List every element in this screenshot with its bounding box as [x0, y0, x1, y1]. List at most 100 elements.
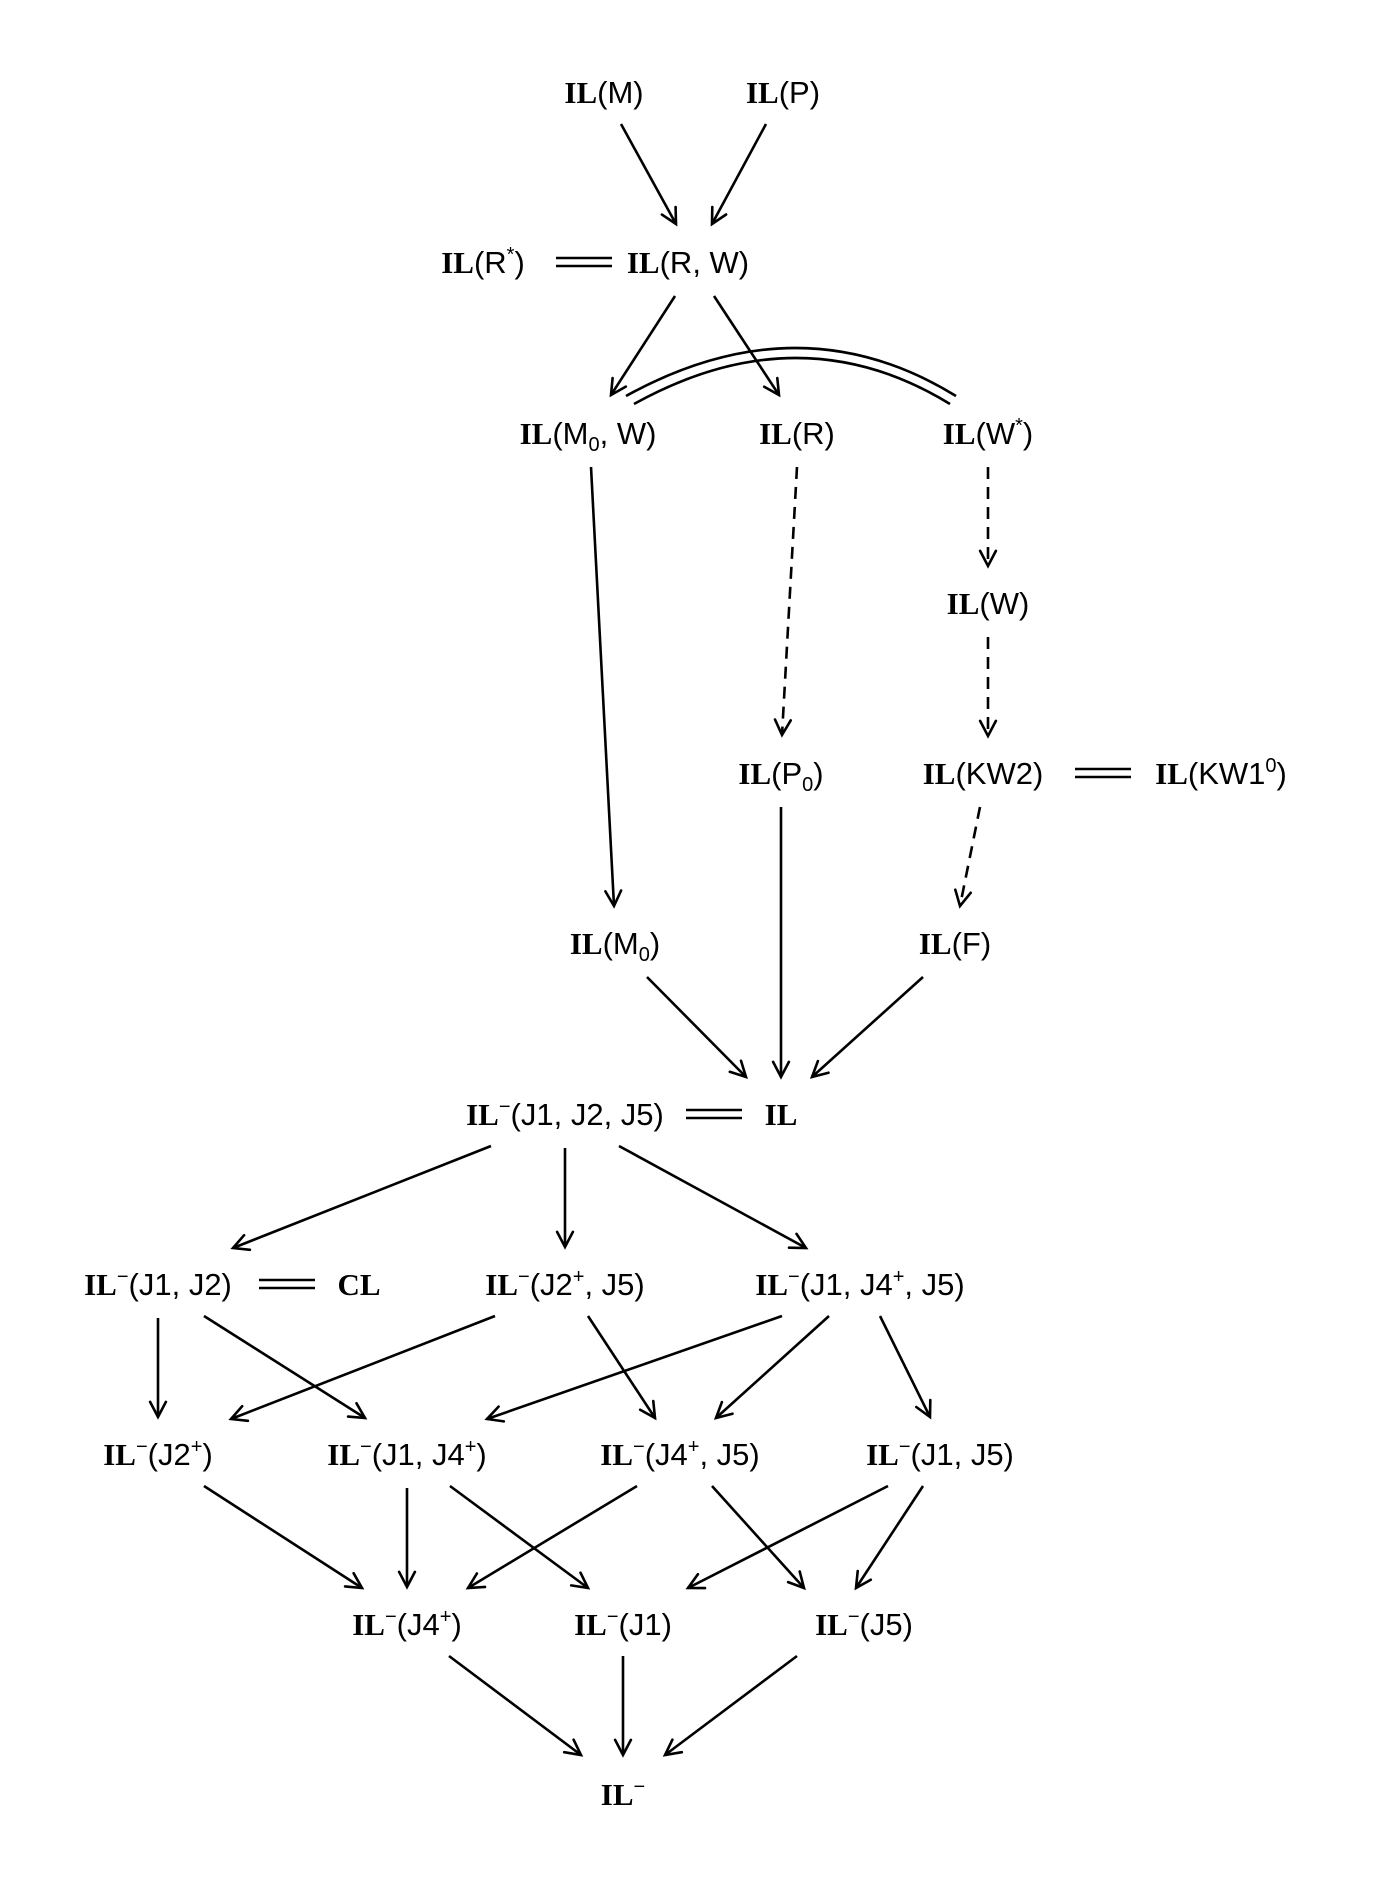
node-label-part: −: [117, 1266, 129, 1288]
node-label-part: IL: [485, 1267, 518, 1302]
node-ILm_J4p: IL−(J4+): [352, 1606, 462, 1642]
node-label-part: (R): [792, 416, 835, 451]
node-label-part: IL: [327, 1437, 360, 1472]
arrow-shaft: [711, 1485, 805, 1589]
arrowhead-icon: [228, 1404, 250, 1423]
arrow-ILm_J1J5-to-ILm_J5: [854, 1485, 925, 1591]
node-label-part: (KW2): [955, 756, 1043, 791]
node-ILm: IL−: [601, 1776, 645, 1812]
arrowhead-icon: [562, 1738, 584, 1757]
arrow-ILm_J4pJ5-to-ILm_J4p: [465, 1484, 638, 1590]
node-ILm_J1J4p: IL−(J1, J4+): [327, 1436, 486, 1472]
arrowhead-icon: [465, 1572, 487, 1590]
node-label-part: +: [465, 1436, 477, 1458]
arrow-shaft: [780, 466, 799, 736]
arrow-ILm_J4p-to-ILm: [448, 1654, 584, 1757]
arrow-ILm_J1J2J5-to-ILm_J1J4pJ5: [618, 1144, 809, 1250]
arrowhead-icon: [771, 1060, 791, 1080]
arrow-ILm_J1J4p-to-ILm_J1: [449, 1484, 591, 1590]
node-ILm_J1J5: IL−(J1, J5): [866, 1436, 1014, 1472]
node-label-part: (F): [952, 926, 992, 961]
arrow-IL_M0W-to-IL_M0: [589, 466, 623, 909]
arrow-ILm_J2pJ5-to-ILm_J4pJ5: [586, 1315, 657, 1421]
node-label-part: (M): [597, 75, 643, 110]
equality-ILm_J1J2-CL: [259, 1278, 315, 1290]
node-label-part: ): [1277, 756, 1287, 791]
arrow-shaft: [854, 1485, 925, 1589]
arrow-shaft: [203, 1314, 366, 1420]
node-label-part: IL: [627, 245, 660, 280]
arrowhead-icon: [854, 1569, 873, 1591]
arrow-IL_W-to-IL_KW2: [978, 637, 998, 739]
node-IL_F: IL(F): [919, 926, 991, 961]
arrow-IL_P0-to-IL: [771, 807, 791, 1080]
arrow-IL_F-to-IL: [809, 976, 924, 1079]
node-label-part: −: [634, 1776, 646, 1798]
node-label-part: +: [688, 1436, 700, 1458]
nodes-layer: IL(M)IL(P)IL(R*)IL(R, W)IL(M0, W)IL(R)IL…: [84, 75, 1287, 1812]
arrowhead-icon: [662, 1738, 684, 1757]
node-label-part: (J4: [397, 1607, 440, 1642]
arrow-IL_M-to-IL_RW: [619, 123, 678, 227]
node-label-part: , W): [600, 416, 657, 451]
arrow-shaft: [811, 976, 924, 1078]
arrow-ILm_J2pJ5-to-ILm_J2p: [228, 1314, 496, 1423]
arrow-shaft: [664, 1654, 798, 1757]
arrowhead-icon: [713, 1400, 734, 1420]
node-label-part: ): [476, 1437, 486, 1472]
equality-ILm_J1J2J5-IL: [686, 1108, 742, 1120]
arrow-ILm_J1J4pJ5-to-ILm_J1J5: [878, 1315, 932, 1420]
node-label-part: (J1, J5): [911, 1437, 1014, 1472]
arrowhead-icon: [484, 1405, 506, 1423]
node-label-part: −: [518, 1266, 530, 1288]
node-IL_M0W: IL(M0, W): [520, 416, 657, 456]
arrowhead-icon: [773, 718, 792, 738]
node-label-part: ): [202, 1437, 212, 1472]
node-IL: IL: [765, 1097, 798, 1132]
node-label-part: −: [607, 1606, 619, 1628]
arrow-IL_R-to-IL_P0: [773, 466, 799, 738]
arrowhead-icon: [685, 1572, 707, 1590]
arrow-shaft: [646, 976, 747, 1078]
arrow-ILm_J1J5-to-ILm_J1: [685, 1484, 889, 1590]
arrow-IL_P-to-IL_RW: [710, 123, 768, 227]
arrowhead-icon: [786, 1570, 806, 1591]
arrow-shaft: [712, 295, 781, 396]
node-label-part: +: [440, 1606, 452, 1628]
node-label-part: , J5): [699, 1437, 759, 1472]
node-label-part: (J2: [148, 1437, 191, 1472]
arrowhead-icon: [638, 1399, 657, 1421]
node-label-part: IL: [943, 416, 976, 451]
node-IL_Rstar: IL(R*): [441, 244, 525, 280]
node-label-part: , J5): [584, 1267, 644, 1302]
node-label-part: 0: [1265, 755, 1276, 777]
node-label-part: IL: [746, 75, 779, 110]
node-label-part: IL: [866, 1437, 899, 1472]
arrow-shaft: [619, 123, 678, 225]
node-label-part: +: [573, 1266, 585, 1288]
arrowhead-icon: [660, 205, 678, 227]
arrow-shaft: [449, 1484, 589, 1590]
node-ILm_J1: IL−(J1): [574, 1606, 672, 1642]
node-label-part: IL: [570, 926, 603, 961]
node-IL_RW: IL(R, W): [627, 245, 749, 280]
arrowhead-icon: [397, 1570, 417, 1590]
node-label-part: (R: [474, 245, 507, 280]
arrow-shaft: [589, 466, 616, 907]
node-label-part: −: [848, 1606, 860, 1628]
node-label-part: IL: [103, 1437, 136, 1472]
arrow-IL_Wstar-to-IL_W: [978, 467, 998, 569]
arrow-IL_RW-to-IL_M0W: [609, 295, 677, 398]
node-label-part: −: [136, 1436, 148, 1458]
node-label-part: IL: [466, 1097, 499, 1132]
equality-arc-line: [625, 346, 957, 398]
arrow-ILm_J2p-to-ILm_J4p: [203, 1484, 365, 1590]
node-IL_KW10: IL(KW10): [1155, 755, 1287, 791]
node-label-part: IL: [574, 1607, 607, 1642]
node-ILm_J4pJ5: IL−(J4+, J5): [600, 1436, 760, 1472]
node-label-part: −: [499, 1096, 511, 1118]
arrowhead-icon: [978, 549, 998, 569]
node-label-part: (W): [979, 586, 1029, 621]
node-label-part: (J1, J2): [129, 1267, 232, 1302]
node-IL_M0: IL(M0): [570, 926, 660, 966]
